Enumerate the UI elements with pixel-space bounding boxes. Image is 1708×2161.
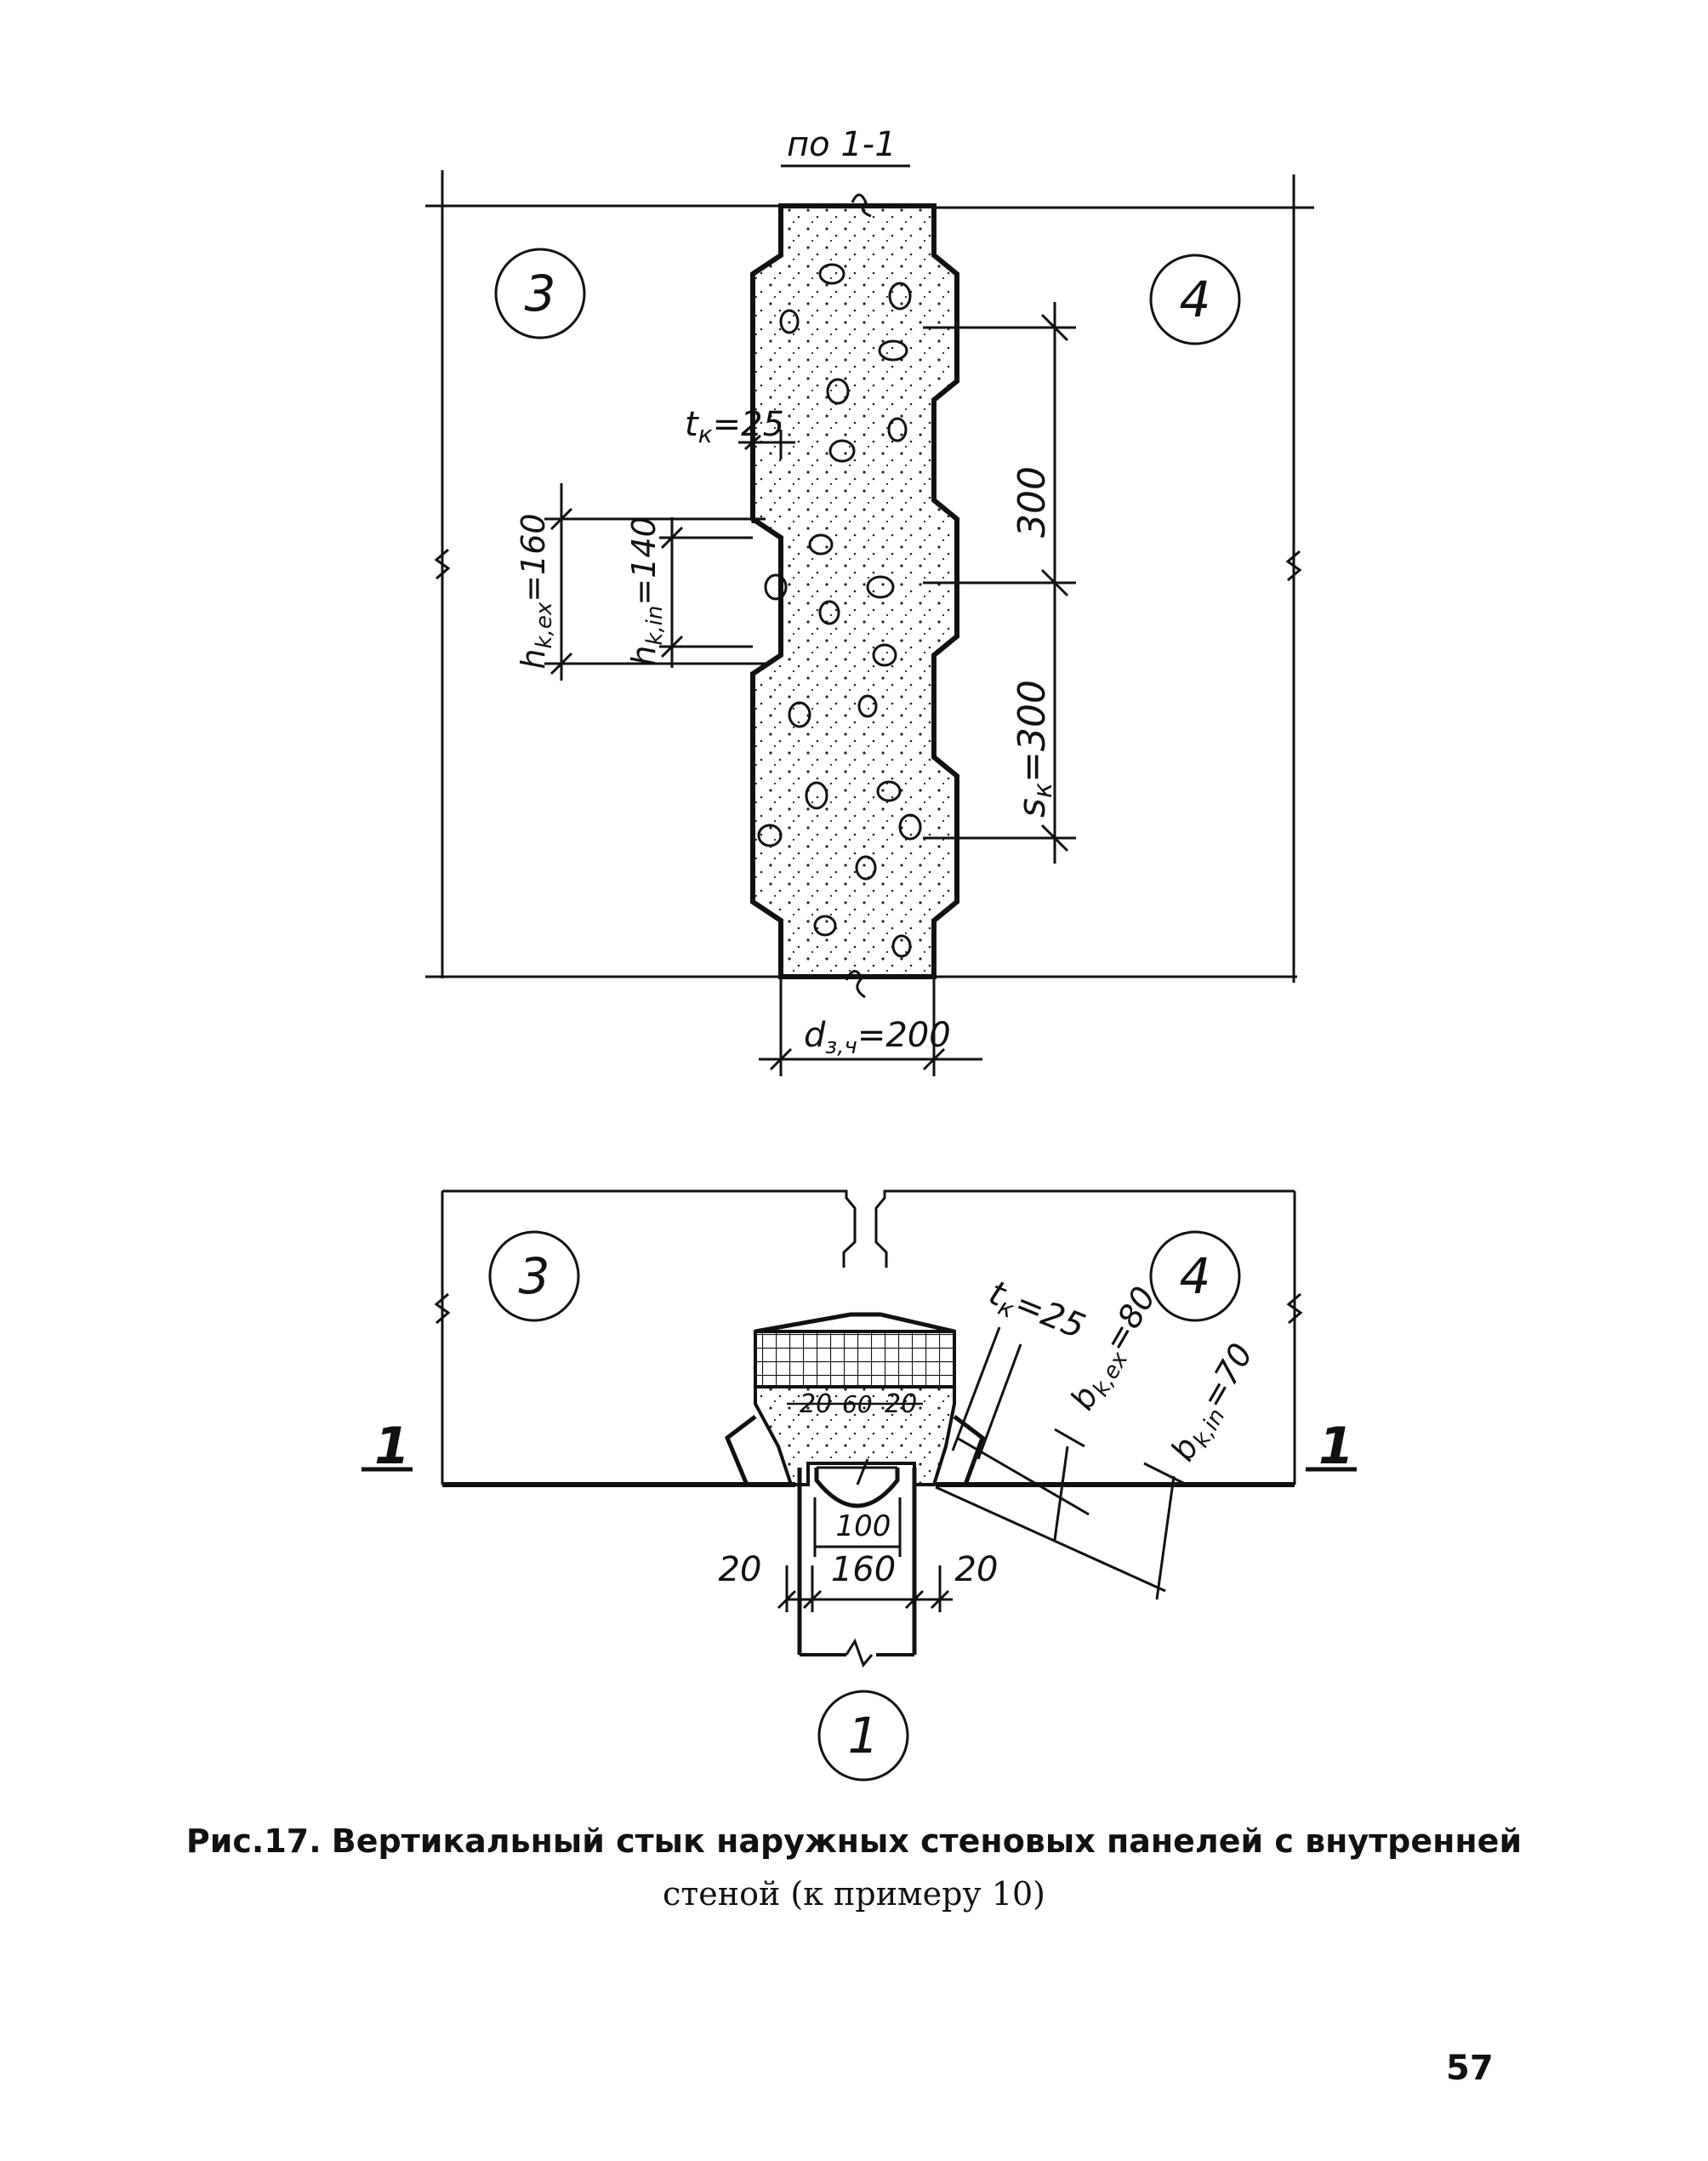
dim-tk-top <box>738 430 795 523</box>
panel-3-label-bottom: 3 <box>519 1247 550 1305</box>
dim-hkin-label: hk,in=140 <box>625 516 668 666</box>
panel-3-marker-top <box>494 248 586 339</box>
insulation-top <box>754 1312 955 1334</box>
panel-4-label-bottom: 4 <box>1180 1247 1211 1305</box>
dim-20-left: 20 <box>719 1550 762 1589</box>
figure-caption-line1: Рис.17. Вертикальный стык наружных стено… <box>0 1822 1708 1860</box>
top-section: по 1-1 <box>425 125 1314 1076</box>
caption-number: .17. <box>251 1822 322 1860</box>
section-mark-right: 1 <box>1318 1417 1354 1476</box>
right-panel <box>931 174 1314 983</box>
panel-4-label-top: 4 <box>1180 271 1211 328</box>
dim-tk-top-label: tк=25 <box>685 405 784 448</box>
section-title: по 1-1 <box>787 125 897 164</box>
left-panel <box>425 170 783 978</box>
wall-1-marker <box>817 1690 909 1782</box>
page-number: 57 <box>1446 2049 1494 2088</box>
inner-wall <box>797 1458 917 1668</box>
dim-100: 100 <box>836 1509 891 1543</box>
bottom-dim-lines <box>777 1497 953 1612</box>
oblique-dim-lines <box>935 1326 1187 1600</box>
figure-caption-line2: стеной (к примеру 10) <box>662 1875 1046 1913</box>
dim-300-label: 300 <box>1011 466 1054 538</box>
dim-djt-label: dз,ч=200 <box>804 1016 951 1059</box>
insulation-block <box>754 1330 956 1388</box>
caption-text: Вертикальный стык наружных стеновых пане… <box>331 1822 1523 1860</box>
bottom-section: 20 160 20 100 20 60 20 tк=25 bk,ex=80 <box>362 1189 1357 1782</box>
joint-concrete <box>754 1385 956 1486</box>
dim-bkex-label: bk,ex=80 <box>1063 1280 1168 1419</box>
key-left <box>724 1415 757 1485</box>
bottom-panels <box>434 1189 1303 1487</box>
panel-3-label-top: 3 <box>525 265 556 322</box>
dim-sk-label: sк=300 <box>1011 680 1058 818</box>
dim-hkex-label: hk,ex=160 <box>515 513 557 669</box>
panel-3-marker-bottom <box>488 1230 580 1322</box>
section-mark-left: 1 <box>374 1417 410 1476</box>
dim-djt <box>759 977 982 1076</box>
keyed-joint <box>750 193 959 999</box>
panel-4-marker-bottom <box>1149 1230 1241 1322</box>
caption-lead: Рис <box>185 1822 252 1860</box>
dim-tk-bottom-label: tк=25 <box>982 1274 1090 1351</box>
wall-1-label: 1 <box>848 1707 880 1765</box>
panel-4-marker-top <box>1149 254 1241 345</box>
dim-20-right: 20 <box>955 1550 999 1589</box>
dim-hk-lines <box>544 483 766 681</box>
right-dimension-chain <box>923 302 1076 864</box>
dim-160: 160 <box>831 1550 896 1589</box>
dim-bkin-label: bk,in=70 <box>1164 1337 1265 1469</box>
